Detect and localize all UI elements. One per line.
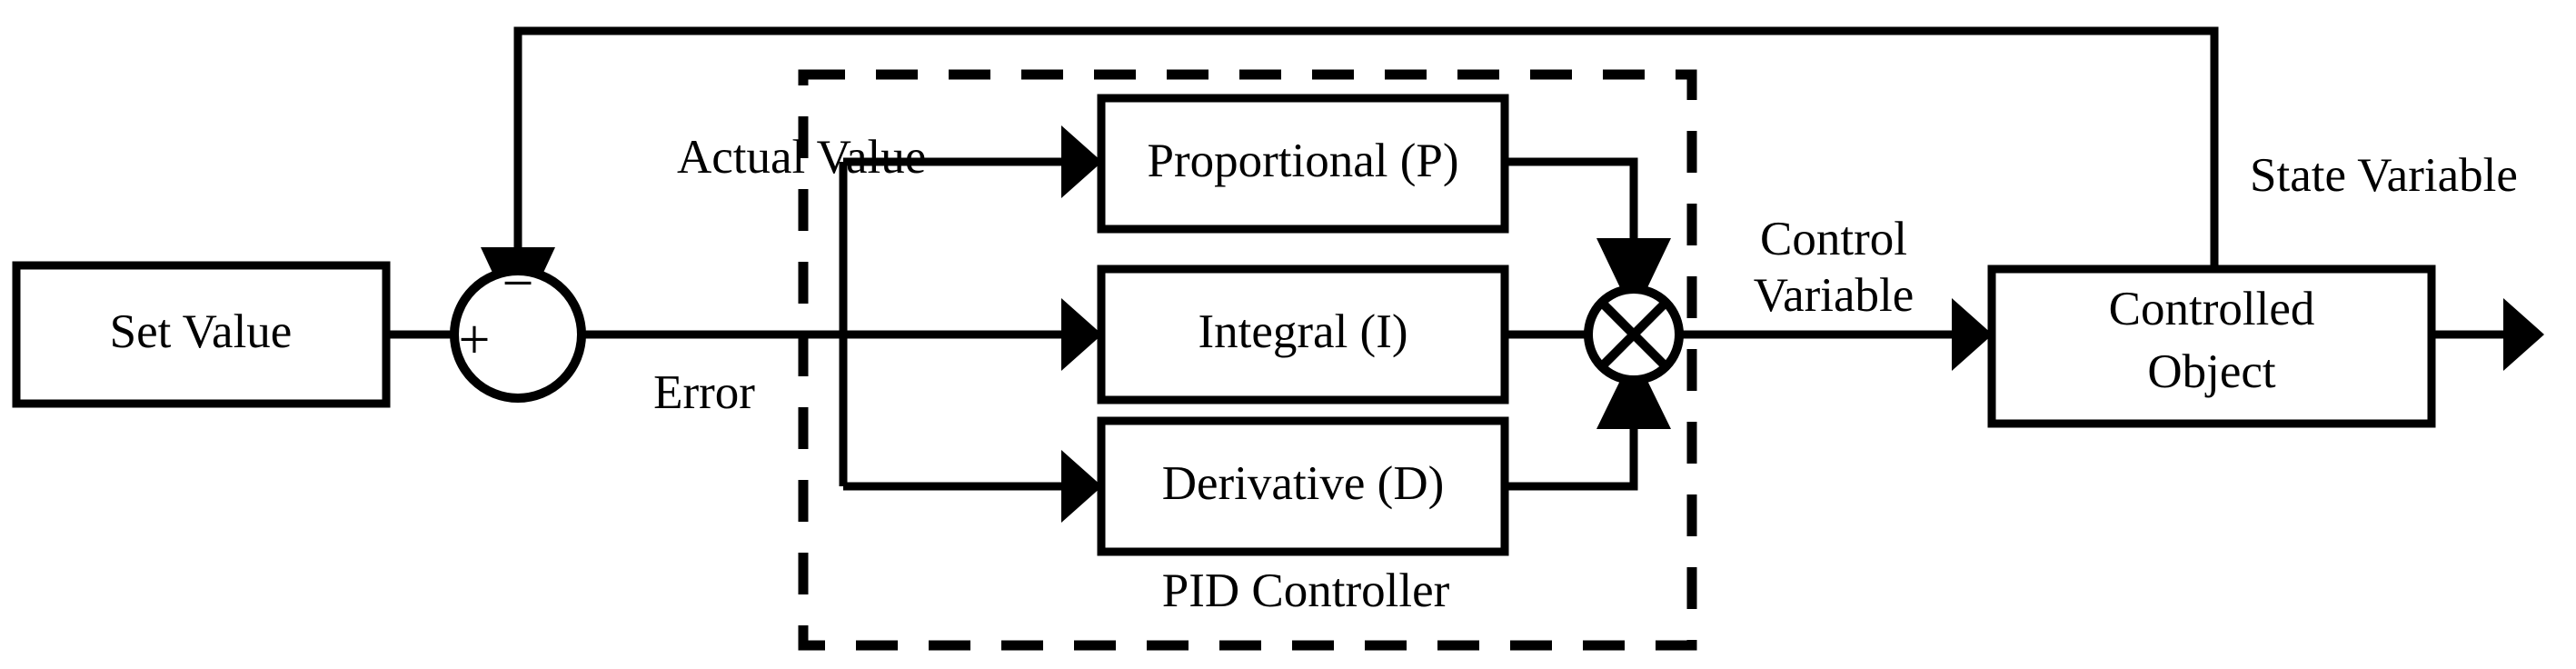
block-derivative-label: Derivative (D) <box>1162 457 1445 510</box>
block-proportional[interactable] <box>1097 94 1509 234</box>
junction-cross-stroke-b-icon <box>1598 299 1669 370</box>
block-controlled-object[interactable] <box>1987 265 2436 428</box>
integral-input-arrowhead-icon <box>1061 298 1102 371</box>
derivative-output-wire <box>1505 424 1638 491</box>
junction-minus-sign: − <box>502 253 534 315</box>
group-pid-controller-label: PID Controller <box>1162 564 1450 617</box>
block-integral[interactable] <box>1097 265 1509 404</box>
proportional-input-arrowhead-icon <box>1061 125 1102 198</box>
block-derivative[interactable] <box>1097 416 1509 556</box>
plant-output-arrowhead-icon <box>2503 298 2544 371</box>
signal-state-variable-label: State Variable <box>2250 149 2518 202</box>
block-controlled-object-label-line1: Controlled <box>2109 283 2315 335</box>
block-controlled-object-label-line2: Object <box>2147 345 2276 398</box>
signal-control-variable-label-line2: Variable <box>1754 269 1915 322</box>
proportional-sum-arrowhead-icon <box>1596 238 1671 316</box>
block-proportional-label: Proportional (P) <box>1148 135 1459 187</box>
proportional-output-wire <box>1505 157 1638 244</box>
group-pid-controller <box>798 69 1697 651</box>
feedback-wire <box>513 26 2219 423</box>
junction-plus-sign: + <box>459 309 491 371</box>
signal-error-label: Error <box>653 366 755 419</box>
block-integral-label: Integral (I) <box>1198 305 1408 358</box>
controlled-object-input-arrowhead-icon <box>1952 298 1993 371</box>
block-set-value-label: Set Value <box>110 305 293 358</box>
signal-control-variable-label-line1: Control <box>1760 213 1907 265</box>
derivative-input-arrowhead-icon <box>1061 450 1102 523</box>
derivative-sum-arrowhead-icon <box>1596 353 1671 429</box>
